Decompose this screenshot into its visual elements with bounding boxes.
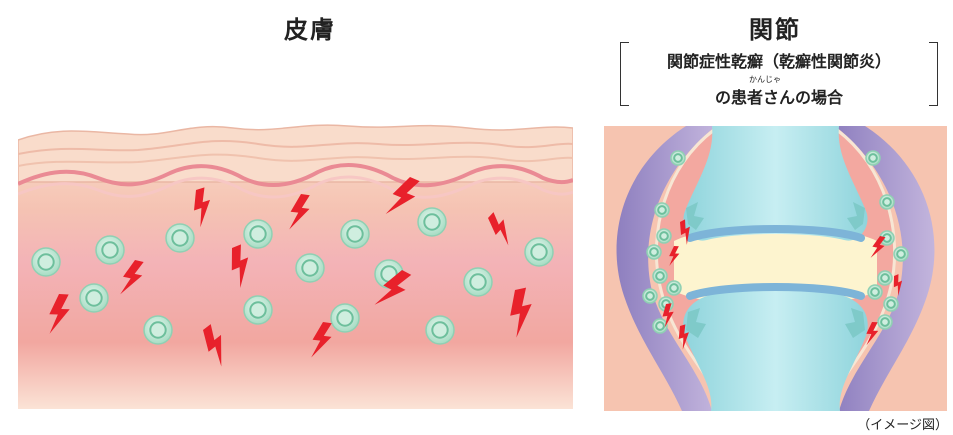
- immune-cell: [671, 151, 685, 165]
- immune-cell: [341, 220, 369, 248]
- immune-cell: [655, 203, 669, 217]
- immune-cell: [866, 151, 880, 165]
- immune-cell: [667, 281, 681, 295]
- skin-illustration: [18, 122, 573, 409]
- immune-cell: [525, 238, 553, 266]
- immune-cell: [418, 208, 446, 236]
- immune-cell: [880, 195, 894, 209]
- caption-line-2: の患者さんの場合: [620, 86, 938, 110]
- immune-cell: [32, 248, 60, 276]
- immune-cell: [144, 316, 172, 344]
- joint-caption: 関節症性乾癬（乾癬性関節炎） かんじゃ の患者さんの場合: [620, 40, 938, 108]
- immune-cell: [647, 245, 661, 259]
- immune-cell: [426, 316, 454, 344]
- caption-line-1: 関節症性乾癬（乾癬性関節炎）: [620, 50, 938, 74]
- immune-cell: [884, 297, 898, 311]
- immune-cell: [878, 271, 892, 285]
- caption-ruby: かんじゃ: [620, 75, 938, 85]
- immune-cell: [894, 247, 908, 261]
- immune-cell: [657, 229, 671, 243]
- immune-cell: [464, 268, 492, 296]
- immune-cell: [868, 285, 882, 299]
- immune-cell: [244, 296, 272, 324]
- skin-title: 皮膚: [240, 10, 380, 45]
- immune-cell: [643, 289, 657, 303]
- lower-bone: [683, 289, 867, 412]
- image-note: （イメージ図）: [838, 414, 948, 433]
- immune-cell: [653, 269, 667, 283]
- immune-cell: [80, 284, 108, 312]
- immune-cell: [96, 236, 124, 264]
- immune-cell: [653, 319, 667, 333]
- immune-cell: [331, 304, 359, 332]
- immune-cell: [878, 315, 892, 329]
- joint-illustration: [604, 126, 947, 411]
- immune-cell: [244, 220, 272, 248]
- immune-cell: [296, 254, 324, 282]
- immune-cell: [166, 224, 194, 252]
